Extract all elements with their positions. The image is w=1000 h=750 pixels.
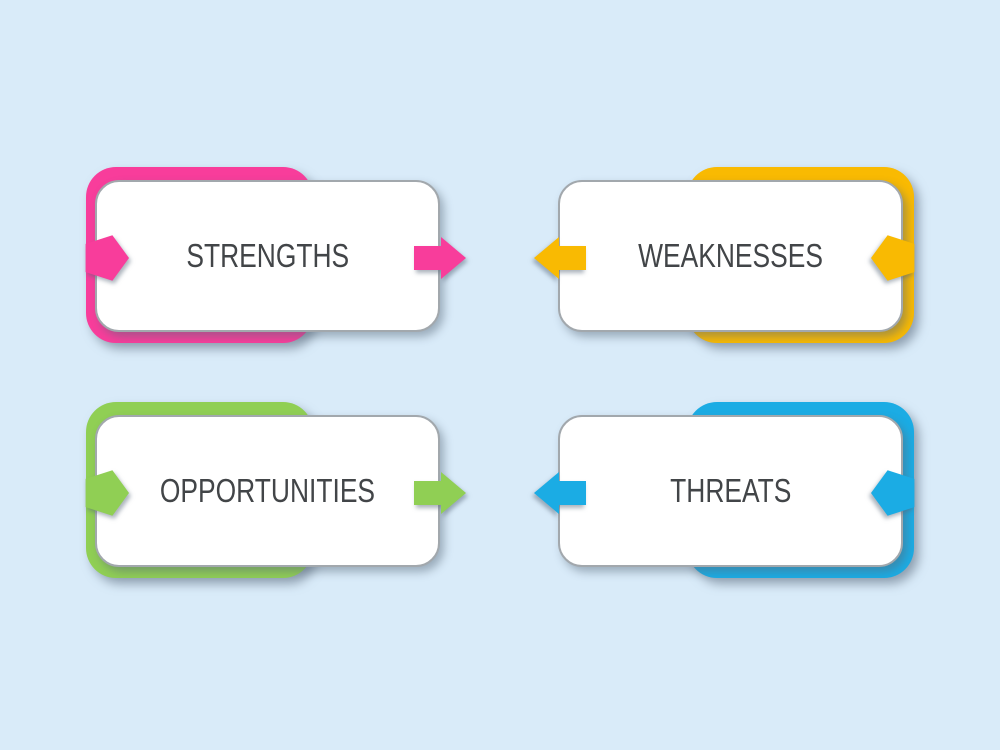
arrow-right-icon <box>414 237 466 279</box>
swot-card-opportunities: OPPORTUNITIES <box>84 400 468 580</box>
card-label: OPPORTUNITIES <box>159 472 376 509</box>
swot-card-threats: THREATS <box>533 400 917 580</box>
card-label: STRENGTHS <box>186 237 349 274</box>
arrow-right-icon <box>414 472 466 514</box>
pentagon-arrow-right-icon <box>85 470 129 516</box>
card-panel: STRENGTHS <box>95 180 440 332</box>
swot-card-weaknesses: WEAKNESSES <box>533 165 917 345</box>
card-panel: OPPORTUNITIES <box>95 415 440 567</box>
swot-card-strengths: STRENGTHS <box>84 165 468 345</box>
card-panel: WEAKNESSES <box>558 180 903 332</box>
arrow-left-icon <box>534 472 586 514</box>
pentagon-arrow-left-icon <box>871 470 915 516</box>
card-label: THREATS <box>669 472 792 509</box>
card-panel: THREATS <box>558 415 903 567</box>
pentagon-arrow-left-icon <box>871 235 915 281</box>
arrow-left-icon <box>534 237 586 279</box>
card-label: WEAKNESSES <box>638 237 823 274</box>
pentagon-arrow-right-icon <box>85 235 129 281</box>
